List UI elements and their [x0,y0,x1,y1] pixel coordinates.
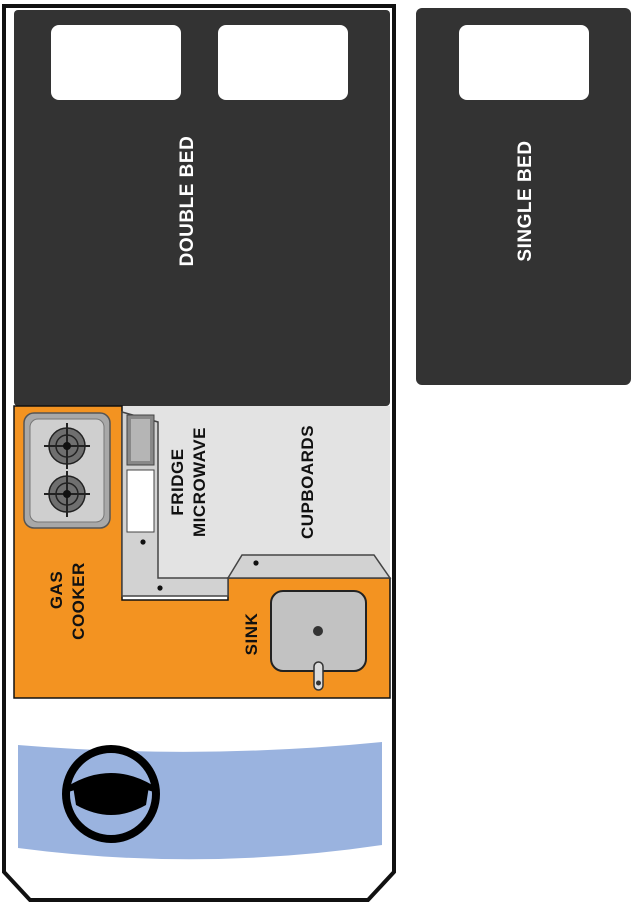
double-bed-label: DOUBLE BED [177,136,198,267]
double-bed-pillow-right [218,25,348,100]
cupboards-label: CUPBOARDS [298,425,317,539]
gas-burner-icon [44,471,90,517]
microwave-window [131,419,150,461]
single-bed-mattress [416,8,631,385]
tap-icon [313,661,324,691]
cupboard-edge [226,554,392,579]
gas-burner-icon [44,423,90,469]
sink-drain [313,626,323,636]
single-bed-label: SINGLE BED [515,140,536,261]
double-bed-mattress [14,10,390,406]
cupboards-area [122,406,390,578]
steering-wheel-icon [62,745,160,843]
sink-label: SINK [242,612,261,655]
single-bed-pillow [459,25,589,100]
windshield [18,742,382,860]
double-bed-pillow-left [51,25,181,100]
cooker-label: COOKER [69,562,88,640]
cabinet-knob [140,539,146,545]
cabinet-knob [253,560,259,566]
single-bed: SINGLE BED [416,8,631,385]
fridge-label: FRIDGE [168,448,187,515]
gas-label: GAS [47,571,66,609]
fridge [126,469,155,533]
double-bed: DOUBLE BED [14,10,390,406]
gas-cooker [23,412,111,529]
microwave-label: MICROWAVE [190,427,209,537]
sink [270,590,367,691]
cabinet-knob [157,585,163,591]
